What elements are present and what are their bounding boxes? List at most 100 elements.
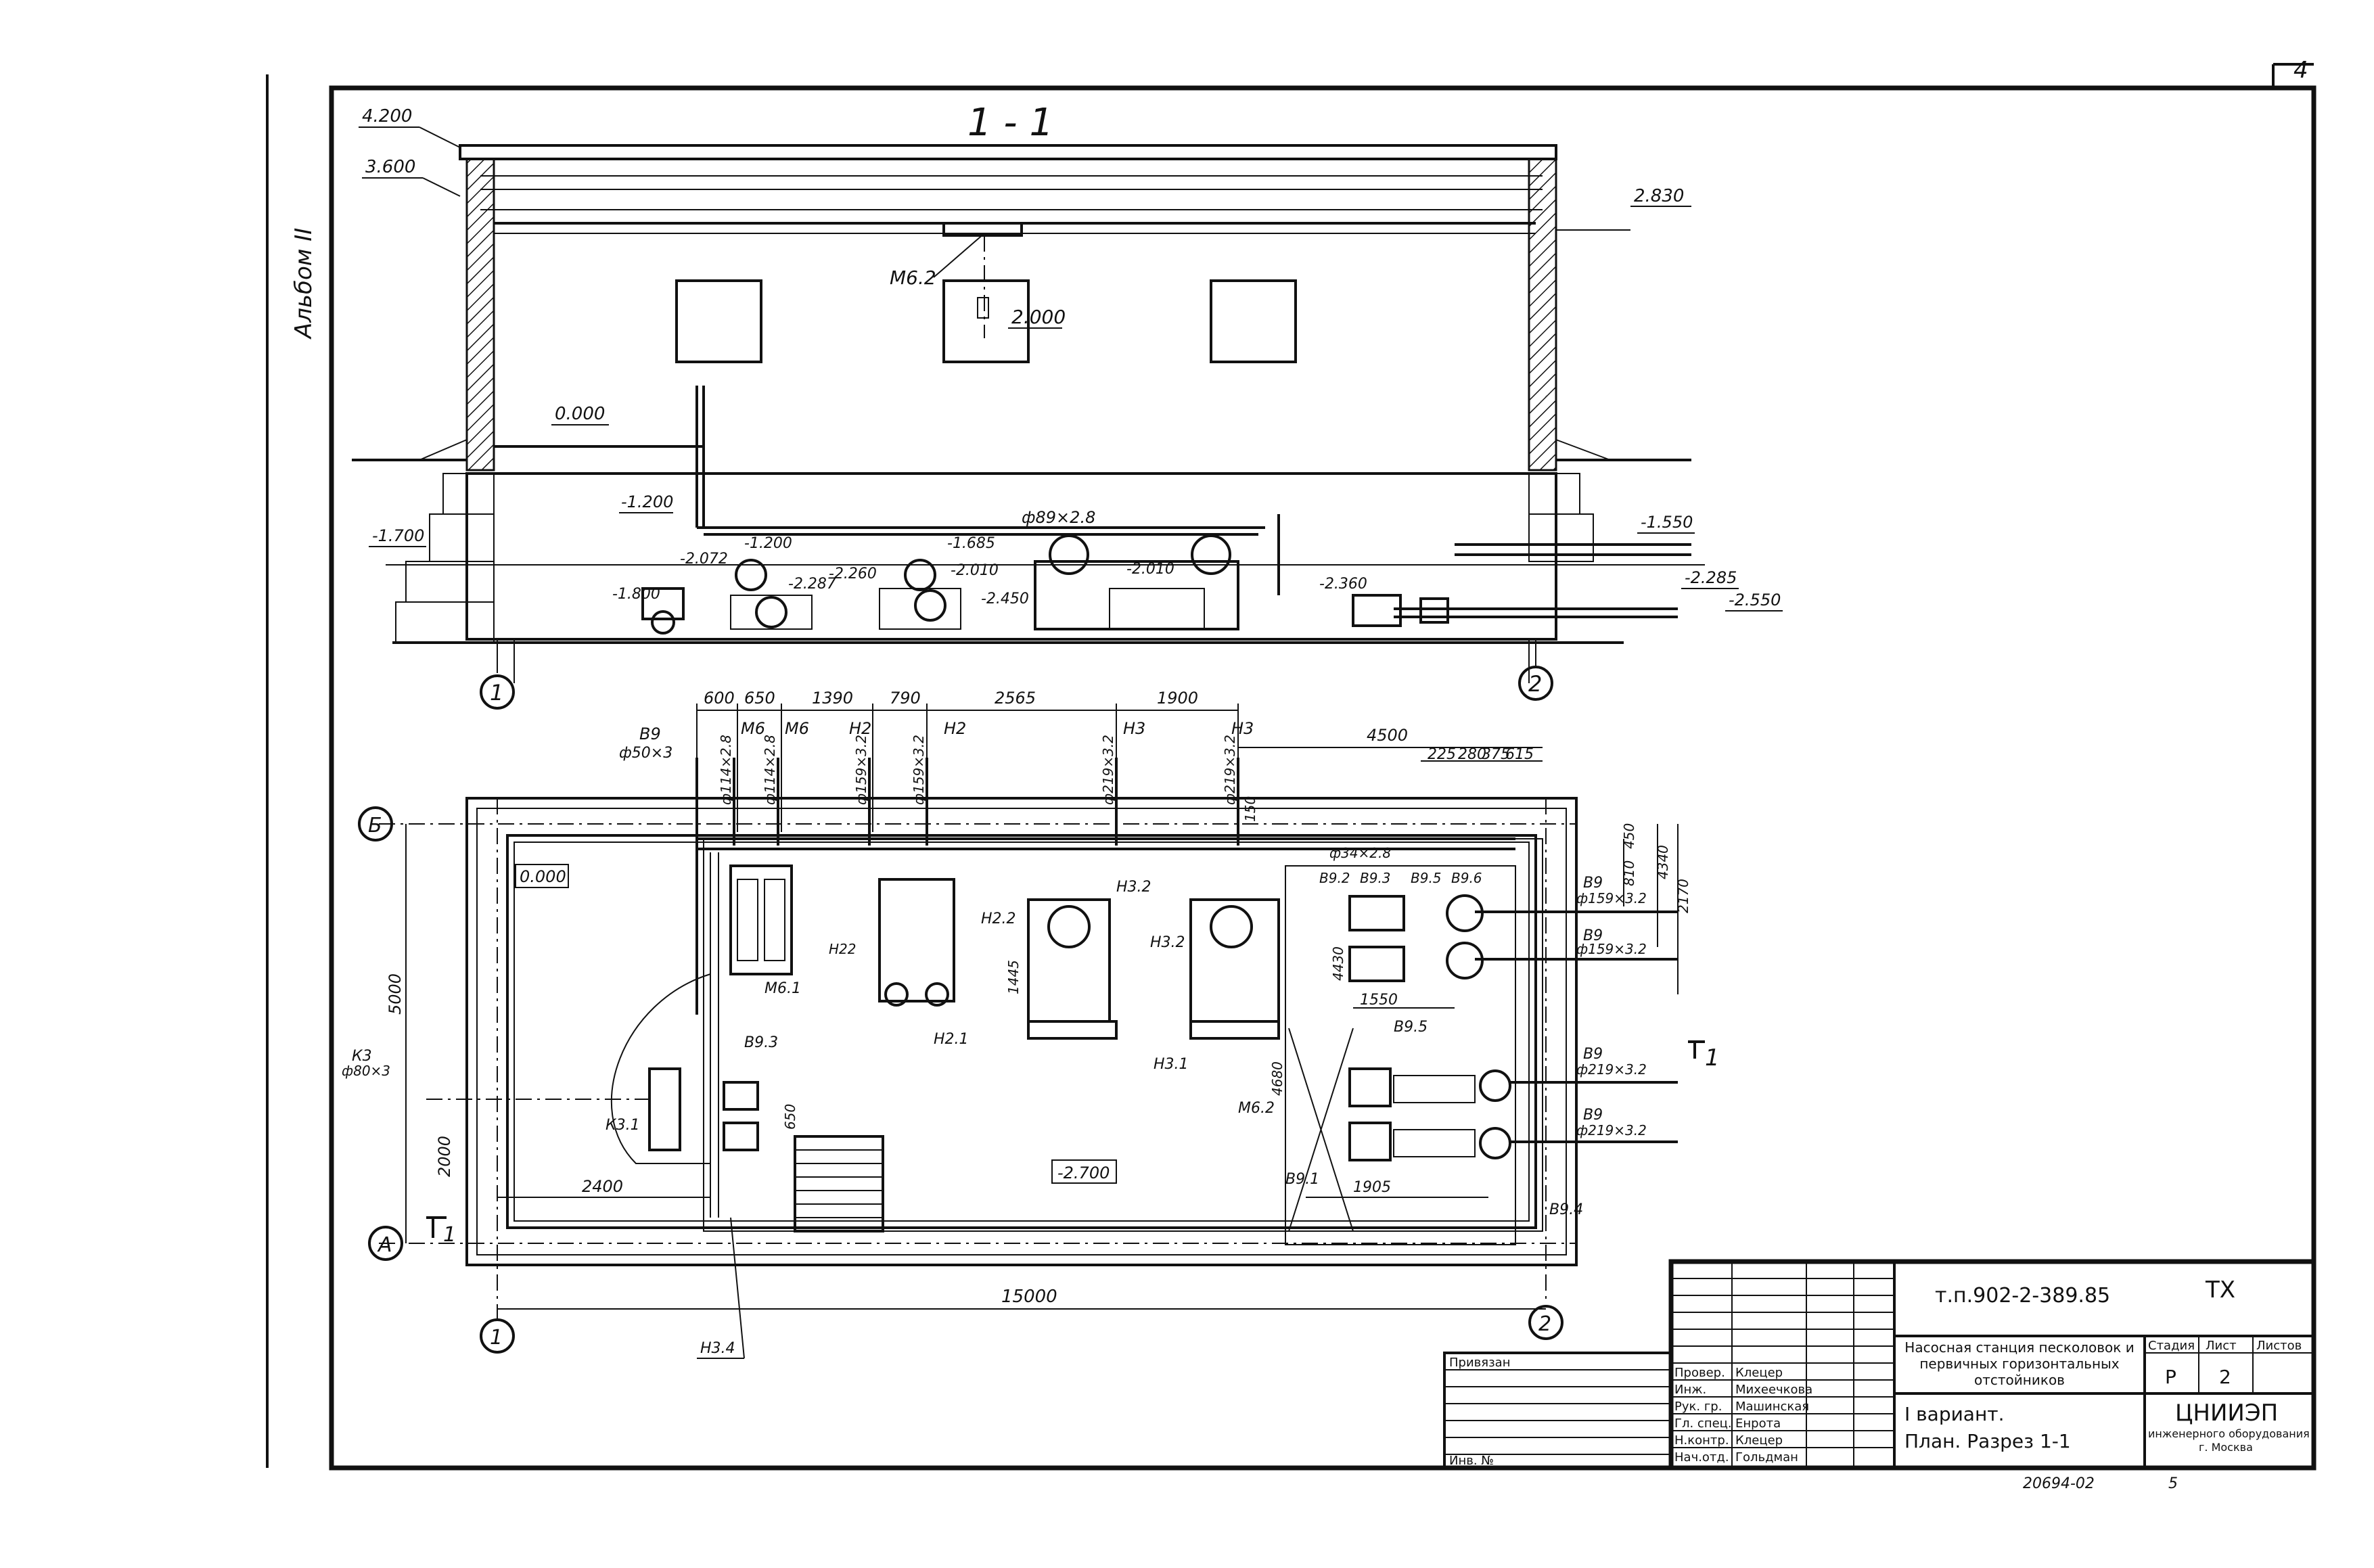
out-b9-1: В9 [1583, 875, 1603, 892]
level-m2010b: -2.010 [1126, 561, 1174, 578]
eq-b9-1: В9.1 [1285, 1171, 1319, 1188]
level-hoist: 2.000 [1011, 306, 1066, 328]
eq-h2-2: Н2.2 [981, 910, 1016, 927]
eq-b9-5a: В9.5 [1394, 1019, 1428, 1036]
tx-mark: ТХ [2205, 1276, 2235, 1304]
riser-h2a: Н2 [849, 719, 871, 738]
eq-h3-1: Н3.1 [1154, 1056, 1189, 1073]
out-b9-3-pipe: ф219×3.2 [1576, 1061, 1647, 1078]
dim-375: 375 [1482, 746, 1510, 763]
level-m1800: -1.800 [612, 586, 660, 603]
inner-650: 650 [782, 1104, 798, 1130]
project-title: Насосная станция песколовок и первичных … [1904, 1339, 2135, 1388]
name-1: Клецер [1735, 1366, 1783, 1380]
org-city: г. Москва [2199, 1441, 2253, 1454]
level-m2287: -2.287 [788, 576, 836, 593]
riser-h2b: Н2 [944, 719, 966, 738]
eq-m6-1: М6.1 [764, 980, 801, 997]
name-3: Машинская [1735, 1400, 1809, 1414]
inv-label: Инв. № [1449, 1454, 1494, 1468]
dim-2400: 2400 [582, 1177, 623, 1196]
dim-right-450: 450 [1621, 823, 1637, 849]
section-axis-2: 2 [1528, 671, 1542, 697]
out-b9-1-pipe: ф159×3.2 [1576, 890, 1647, 906]
inner-4680: 4680 [1269, 1061, 1285, 1096]
eq-b9-2: В9.2 [1319, 870, 1350, 886]
sheet-number: 4 [2293, 57, 2308, 84]
privyazan-label: Привязан [1449, 1356, 1510, 1370]
eq-m6-2: М6.2 [1238, 1100, 1275, 1117]
inner-1445: 1445 [1005, 960, 1022, 994]
axis-row-a: А [377, 1233, 392, 1257]
role-4: Гл. спец. [1674, 1416, 1732, 1431]
role-6: Нач.отд. [1674, 1450, 1729, 1465]
level-m1550: -1.550 [1641, 513, 1693, 532]
eq-k3-1: К3.1 [606, 1117, 640, 1134]
axis-col-2: 2 [1538, 1312, 1551, 1336]
inner-h22: Н22 [829, 941, 857, 957]
level-eave: 3.600 [365, 157, 415, 177]
level-ground: 0.000 [555, 404, 605, 424]
level-m1700: -1.700 [372, 526, 424, 545]
inner-150: 150 [1242, 796, 1258, 822]
level-m2010: -2.010 [951, 562, 999, 579]
dim-top-790: 790 [890, 689, 921, 708]
inner-4430: 4430 [1330, 946, 1346, 981]
name-4: Енрота [1735, 1416, 1781, 1431]
level-m2072: -2.072 [680, 551, 728, 568]
section-mark: 1 [1705, 1044, 1720, 1071]
inlet-k3-pipe: ф80×3 [342, 1063, 390, 1079]
hoist-label: М6.2 [890, 267, 936, 289]
eq-h3-2a: Н3.2 [1116, 879, 1151, 896]
dim-top-600: 600 [704, 689, 735, 708]
pipe-89: ф89×2.8 [1022, 508, 1095, 527]
dim-5000: 5000 [386, 973, 405, 1015]
dim-top-1900: 1900 [1157, 689, 1198, 708]
level-m2550: -2.550 [1729, 591, 1781, 609]
axis-col-1: 1 [490, 1326, 503, 1350]
out-b9-4-pipe: ф219×3.2 [1576, 1122, 1647, 1138]
sheet-value: 2 [2219, 1366, 2231, 1388]
dim-top-650: 650 [744, 689, 775, 708]
level-m2360: -2.360 [1319, 576, 1367, 593]
level-m2450: -2.450 [981, 591, 1029, 607]
sheet-header: Лист [2206, 1339, 2237, 1353]
sheet-title-1: I вариант. [1904, 1403, 2004, 1425]
riser-b9-pipe: ф50×3 [619, 745, 672, 762]
eq-b9-6: В9.6 [1451, 870, 1482, 886]
bottom-number: 20694-02 [2023, 1475, 2095, 1492]
org-name: ЦНИИЭП [2175, 1400, 2278, 1427]
riser-b9: В9 [639, 724, 661, 743]
out-b9-2: В9 [1583, 927, 1603, 944]
eq-h3-2b: Н3.2 [1150, 934, 1185, 951]
axis-row-b: Б [368, 814, 382, 837]
role-3: Рук. гр. [1674, 1400, 1722, 1414]
dim-280: 280 [1458, 746, 1486, 763]
role-2: Инж. [1674, 1383, 1706, 1397]
level-m1200b: -1.200 [744, 535, 792, 552]
dim-4500: 4500 [1367, 726, 1408, 745]
riser-m6a: М6 [741, 719, 765, 738]
dim-right-4340: 4340 [1655, 845, 1671, 879]
dim-top-1390: 1390 [812, 689, 853, 708]
riser-m6b: М6 [785, 719, 809, 738]
bottom-page: 5 [2168, 1475, 2178, 1492]
eq-b9-3b: В9.3 [1360, 870, 1391, 886]
level-crane: 2.830 [1634, 186, 1684, 206]
dim-top-2565: 2565 [995, 689, 1036, 708]
out-b9-3: В9 [1583, 1046, 1603, 1063]
riser-h3a: Н3 [1123, 719, 1145, 738]
eq-h3-4: Н3.4 [700, 1340, 735, 1357]
riser-pipe-159a: ф159×3.2 [853, 735, 869, 805]
eq-b9-4: В9.4 [1549, 1201, 1583, 1218]
dim-right-2170: 2170 [1675, 879, 1691, 913]
role-1: Провер. [1674, 1366, 1725, 1380]
section-mark-left: 1 [443, 1223, 456, 1247]
name-2: Михеечкова [1735, 1383, 1812, 1397]
riser-pipe-114b: ф114×2.8 [762, 735, 778, 805]
out-b9-4: В9 [1583, 1107, 1603, 1124]
dim-15000: 15000 [1001, 1287, 1057, 1307]
out-b9-2-pipe: ф159×3.2 [1576, 941, 1647, 957]
eq-b9-3: В9.3 [744, 1034, 778, 1051]
eq-h2-1: Н2.1 [934, 1031, 969, 1048]
